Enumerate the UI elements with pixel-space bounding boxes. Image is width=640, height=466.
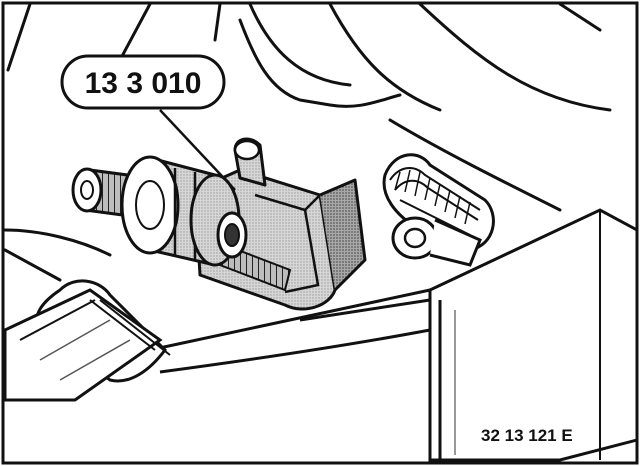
figure-reference-code: 32 13 121 E bbox=[481, 426, 573, 445]
special-tool bbox=[71, 155, 248, 267]
callout-leader bbox=[159, 109, 236, 191]
housing-block bbox=[428, 208, 639, 462]
tool-number-callout: 13 3 010 bbox=[60, 54, 226, 110]
hose-clamp bbox=[382, 153, 495, 267]
lower-member bbox=[149, 288, 431, 374]
lower-rod bbox=[3, 279, 171, 402]
callout-box bbox=[60, 54, 226, 110]
tool-number-label: 13 3 010 bbox=[85, 67, 202, 100]
background-structure bbox=[3, 2, 612, 282]
